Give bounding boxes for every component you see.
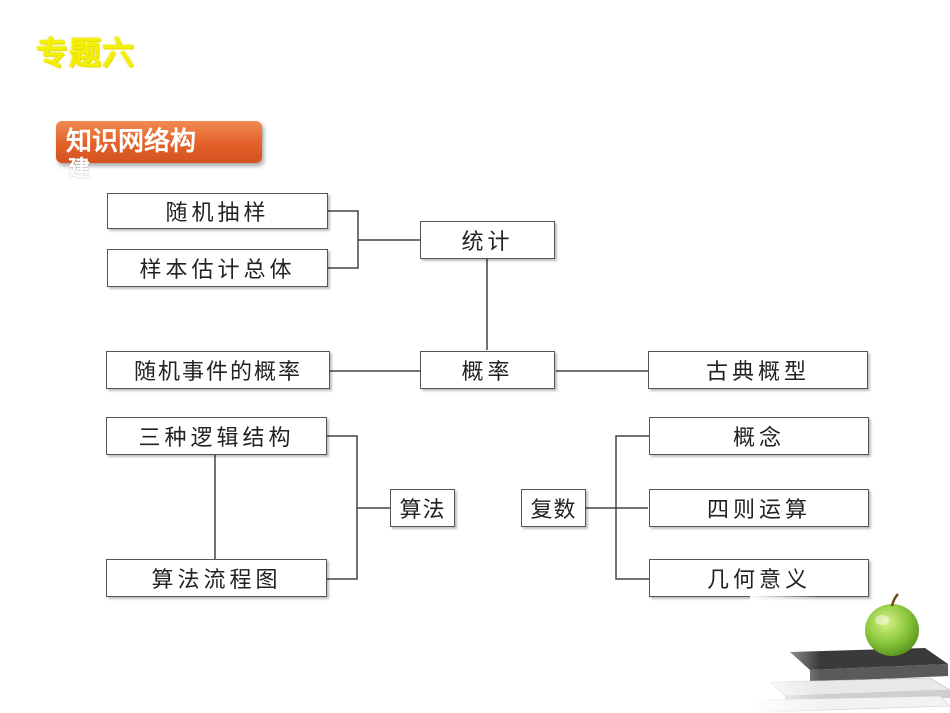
node-random-event-probability: 随机事件的概率	[106, 351, 330, 389]
section-label: 知识网络构 建	[56, 121, 262, 182]
node-classical-model: 古典概型	[648, 351, 868, 389]
node-algorithm: 算法	[390, 489, 455, 527]
connector-complex-bracket	[615, 435, 649, 580]
node-concept: 概念	[649, 417, 869, 455]
apple-icon	[865, 593, 919, 656]
section-label-overflow: 建	[68, 157, 91, 182]
node-random-sampling: 随机抽样	[107, 193, 328, 229]
node-three-logic-structures: 三种逻辑结构	[106, 417, 327, 455]
node-statistics: 统计	[420, 221, 555, 259]
node-four-operations: 四则运算	[649, 489, 869, 527]
books-apple-illustration	[750, 590, 950, 713]
node-probability: 概率	[420, 351, 555, 389]
section-label-text: 知识网络构	[66, 127, 197, 157]
node-complex-number: 复数	[521, 489, 586, 527]
connector-sampling	[328, 210, 359, 269]
node-sample-estimate: 样本估计总体	[107, 249, 328, 287]
connector-algorithm-bracket	[327, 435, 358, 580]
node-algorithm-flowchart: 算法流程图	[106, 559, 327, 597]
slide-title: 专题六	[36, 34, 136, 72]
